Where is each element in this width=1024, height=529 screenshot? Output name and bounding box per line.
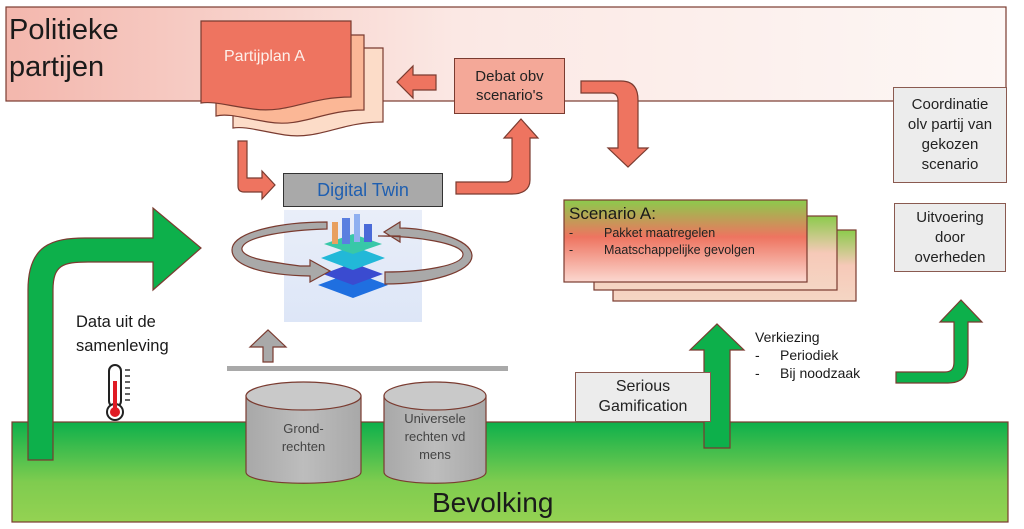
scenario-title: Scenario A: [569,204,656,223]
rights-platform-bar [227,366,508,371]
scenario-text: Scenario A: -Pakket maatregelen -Maatsch… [569,203,755,259]
arrow-data-to-twin [27,206,202,461]
arrow-election-to-scenario [688,323,746,449]
scenario-item: -Pakket maatregelen [569,226,716,240]
party-plan-doc-front [200,20,352,111]
gamification-line1: Serious [615,378,671,395]
election-item: -Periodiek [755,347,839,363]
political-parties-line1: Politieke [9,14,119,46]
population-band [11,421,1009,523]
population-label: Bevolking [432,487,554,518]
party-plan-label: Partijplan A [224,48,305,65]
political-parties-label: Politieke partijen [9,12,119,86]
thermometer-icon [106,364,130,421]
arrow-rights-to-twin [248,329,288,363]
election-item-label: Periodiek [780,347,839,363]
coordination-line2: olv partij van [907,116,993,133]
cylinder-human-rights [383,381,487,484]
gamification-box: Serious Gamification [575,372,711,422]
debate-line1: Debat obv [475,68,544,85]
debate-line2: scenario's [475,87,544,104]
arrow-twin-to-debate [455,118,540,195]
scenario-item-label: Pakket maatregelen [604,226,716,240]
cylinder-line: rechten vd [404,429,466,444]
election-item: -Bij noodzaak [755,365,861,381]
cycle-arrows-icon [231,220,473,285]
scenario-card-front [563,199,808,283]
coordination-line1: Coordinatie [911,96,989,113]
cylinder-human-rights-label: Universele rechten vd mens [384,410,486,464]
arrow-election-to-execution [895,299,984,384]
execution-box: Uitvoering door overheden [894,203,1006,272]
election-title: Verkiezing [755,329,820,345]
cylinder-fundamental-rights-label: Grond- rechten [246,420,361,456]
arrow-debate-to-plan [396,64,437,100]
execution-line3: overheden [914,248,986,266]
election-text: Verkiezing -Periodiek -Bij noodzaak [755,328,860,382]
data-label-line2: samenleving [76,337,169,355]
election-item-label: Bij noodzaak [780,365,861,381]
data-label-line1: Data uit de [76,313,156,331]
cylinder-line: mens [419,447,451,462]
cylinder-fundamental-rights [245,381,362,484]
political-parties-line2: partijen [9,51,105,83]
digital-twin-label-box: Digital Twin [283,173,443,207]
data-label: Data uit de samenleving [76,310,169,358]
cylinder-line: Universele [404,411,466,426]
debate-box: Debat obv scenario's [454,58,565,114]
cylinder-line: rechten [281,439,326,454]
gamification-line2: Gamification [598,398,688,415]
cylinder-line: Grond- [283,421,324,436]
scenario-item: -Maatschappelijke gevolgen [569,243,755,257]
coordination-box: Coordinatie olv partij van gekozen scena… [893,87,1007,183]
execution-line1: Uitvoering [916,208,984,226]
digital-twin-label: Digital Twin [317,179,409,200]
coordination-line4: scenario [921,156,979,173]
scenario-item-label: Maatschappelijke gevolgen [604,243,755,257]
arrow-plan-to-twin [237,140,276,201]
execution-line2: door [934,228,966,246]
coordination-line3: gekozen [921,136,979,153]
arrow-debate-to-scenario [580,80,650,168]
